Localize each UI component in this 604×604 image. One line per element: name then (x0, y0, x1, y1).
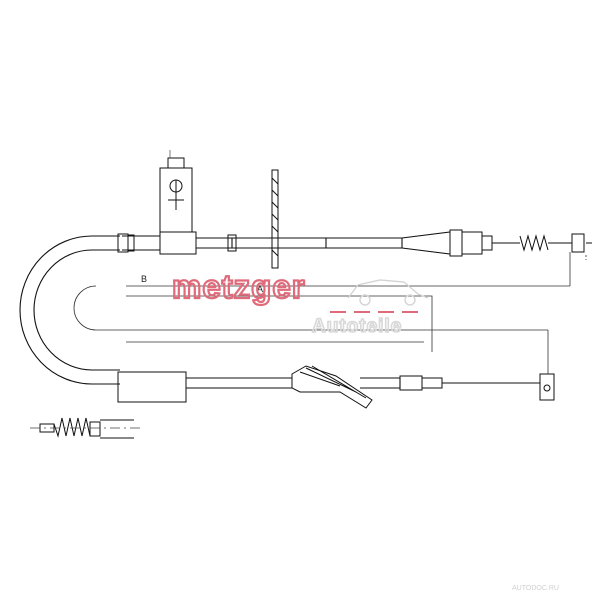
dimension-lines (73, 252, 587, 374)
logo-wordmark: metzger (172, 268, 306, 305)
watermark-text: AUTODOC.RU (512, 585, 559, 592)
brand-logo: metzger Autoteile (171, 267, 429, 338)
car-outline-icon (330, 279, 429, 313)
center-lines (30, 150, 171, 429)
top-fittings (117, 157, 592, 269)
cable-sheath (19, 235, 403, 389)
dimension-label-a: A (257, 284, 263, 294)
logo-subline: Autoteile (312, 316, 402, 337)
bottom-fittings (117, 365, 555, 409)
dimension-label-b: B (141, 274, 147, 284)
